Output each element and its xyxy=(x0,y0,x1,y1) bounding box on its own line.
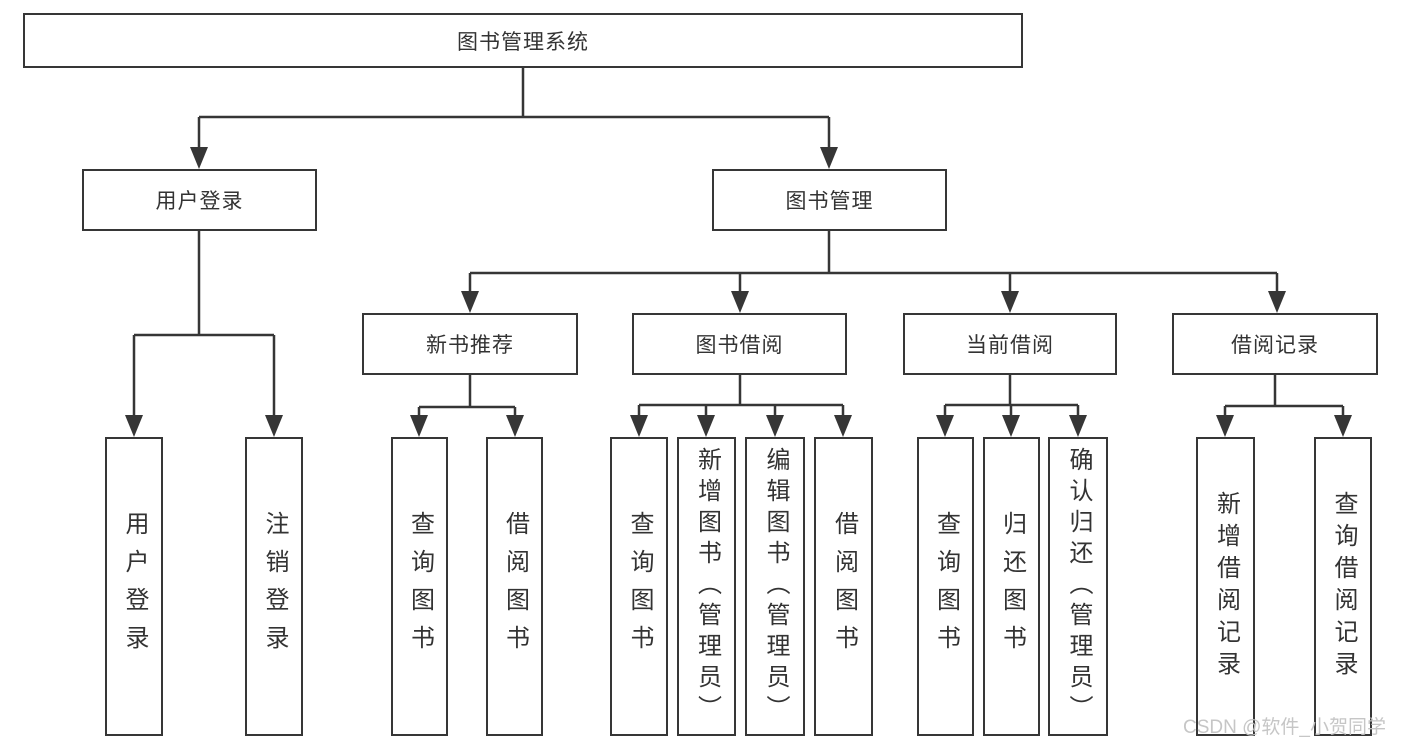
leaf-borrow-books-recommend: 借阅图书 xyxy=(486,437,543,736)
node-book-management: 图书管理 xyxy=(712,169,947,231)
leaf-query-books-borrow: 查询图书 xyxy=(610,437,668,736)
arrow-down-icon xyxy=(1069,415,1087,437)
leaf-return-books-label: 归还图书 xyxy=(998,510,1026,663)
connector-book-management-level3 xyxy=(468,231,1279,293)
arrow-down-icon xyxy=(630,415,648,437)
leaf-user-login: 用户登录 xyxy=(105,437,163,736)
node-current-borrow: 当前借阅 xyxy=(903,313,1117,375)
node-user-login: 用户登录 xyxy=(82,169,317,231)
leaf-confirm-return-admin: 确认归还（管理员） xyxy=(1048,437,1108,736)
leaf-confirm-return-admin-label: 确认归还（管理员） xyxy=(1065,447,1092,726)
connector-current-borrow-leaves xyxy=(943,375,1080,417)
leaf-query-books-recommend-label: 查询图书 xyxy=(406,510,434,663)
arrow-down-icon xyxy=(936,415,954,437)
leaf-add-borrow-record: 新增借阅记录 xyxy=(1196,437,1255,736)
arrow-down-icon xyxy=(697,415,715,437)
arrow-down-icon xyxy=(125,415,143,437)
arrow-down-icon xyxy=(731,291,749,313)
arrow-down-icon xyxy=(461,291,479,313)
leaf-query-books-current-label: 查询图书 xyxy=(932,510,960,663)
leaf-edit-books-admin-label: 编辑图书（管理员） xyxy=(762,447,789,726)
node-book-borrow-label: 图书借阅 xyxy=(695,334,784,357)
leaf-query-borrow-record-label: 查询借阅记录 xyxy=(1330,490,1357,683)
leaf-return-books: 归还图书 xyxy=(983,437,1040,736)
csdn-watermark: CSDN @软件_小贺同学 xyxy=(1183,717,1386,738)
node-root-system-label: 图书管理系统 xyxy=(457,30,589,54)
arrow-down-icon xyxy=(1216,415,1234,437)
node-book-borrow: 图书借阅 xyxy=(632,313,847,375)
leaf-query-books-borrow-label: 查询图书 xyxy=(626,510,653,663)
node-book-management-label: 图书管理 xyxy=(785,190,874,213)
node-borrow-records-label: 借阅记录 xyxy=(1231,334,1319,357)
leaf-query-books-current: 查询图书 xyxy=(917,437,974,736)
node-user-login-label: 用户登录 xyxy=(155,190,244,213)
arrow-down-icon xyxy=(1268,291,1286,313)
node-current-borrow-label: 当前借阅 xyxy=(966,334,1054,357)
leaf-logout: 注销登录 xyxy=(245,437,303,736)
arrow-down-icon xyxy=(410,415,428,437)
connector-borrow-records-leaves xyxy=(1223,375,1345,417)
leaf-query-borrow-record: 查询借阅记录 xyxy=(1314,437,1372,736)
arrow-down-icon xyxy=(1334,415,1352,437)
arrow-down-icon xyxy=(1001,291,1019,313)
leaf-borrow-books-label: 借阅图书 xyxy=(830,510,858,663)
connector-root-level2 xyxy=(197,68,831,149)
leaf-borrow-books: 借阅图书 xyxy=(814,437,873,736)
leaf-query-books-recommend: 查询图书 xyxy=(391,437,448,736)
node-root-system: 图书管理系统 xyxy=(23,13,1023,68)
arrow-down-icon xyxy=(820,147,838,169)
arrowheads xyxy=(125,147,1352,437)
arrow-down-icon xyxy=(766,415,784,437)
node-borrow-records: 借阅记录 xyxy=(1172,313,1378,375)
arrow-down-icon xyxy=(1002,415,1020,437)
node-new-book-recommend-label: 新书推荐 xyxy=(426,334,514,357)
arrow-down-icon xyxy=(190,147,208,169)
arrow-down-icon xyxy=(834,415,852,437)
connector-user-login-leaves xyxy=(132,231,276,417)
leaf-add-books-admin-label: 新增图书（管理员） xyxy=(693,447,721,726)
leaf-add-books-admin: 新增图书（管理员） xyxy=(677,437,736,736)
leaf-user-login-label: 用户登录 xyxy=(121,510,148,663)
node-new-book-recommend: 新书推荐 xyxy=(362,313,578,375)
arrow-down-icon xyxy=(265,415,283,437)
arrow-down-icon xyxy=(506,415,524,437)
leaf-add-borrow-record-label: 新增借阅记录 xyxy=(1212,490,1240,683)
leaf-borrow-books-recommend-label: 借阅图书 xyxy=(501,510,529,663)
connector-book-borrow-leaves xyxy=(637,375,845,417)
leaf-edit-books-admin: 编辑图书（管理员） xyxy=(745,437,805,736)
connector-new-book-recommend-leaves xyxy=(417,375,517,417)
leaf-logout-label: 注销登录 xyxy=(261,510,288,663)
